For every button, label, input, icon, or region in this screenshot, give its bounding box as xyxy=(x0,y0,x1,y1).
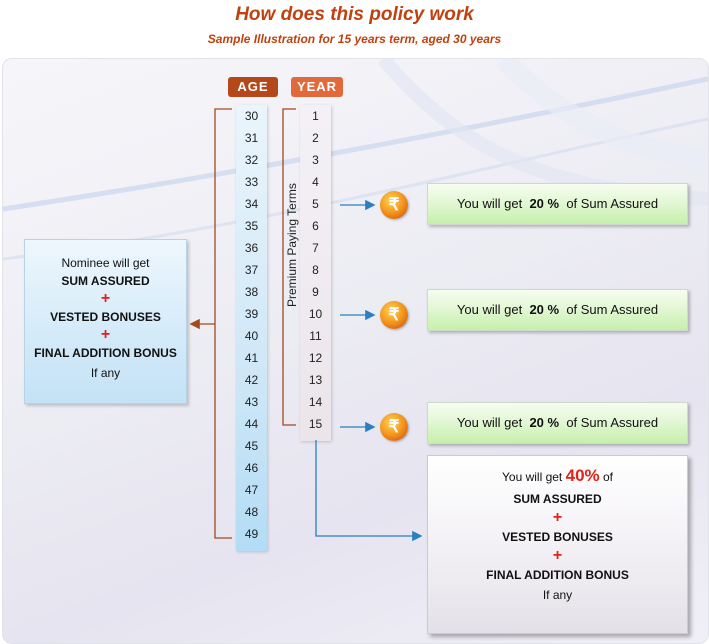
rupee-icon: ₹ xyxy=(380,301,408,329)
age-cell: 38 xyxy=(244,285,259,299)
age-cell: 30 xyxy=(244,109,259,123)
page-title: How does this policy work xyxy=(235,4,474,25)
age-bracket xyxy=(214,108,232,539)
year-cell: 14 xyxy=(308,395,323,409)
age-cell: 46 xyxy=(244,461,259,475)
year-cell: 2 xyxy=(312,131,319,145)
nominee-intro: Nominee will get xyxy=(61,256,150,270)
payout-percent: 20 % xyxy=(529,302,560,317)
nominee-vested-bonuses: VESTED BONUSES xyxy=(50,310,161,324)
age-cell: 36 xyxy=(244,241,259,255)
payout-box-year10: You will get 20 % of Sum Assured xyxy=(427,289,688,331)
payout-prefix: You will get xyxy=(456,302,523,317)
age-cell: 48 xyxy=(244,505,259,519)
age-cell: 39 xyxy=(244,307,259,321)
age-cell: 33 xyxy=(244,175,259,189)
payout-percent: 20 % xyxy=(529,196,560,211)
maturity-sum-assured: SUM ASSURED xyxy=(513,492,602,506)
plus-icon: + xyxy=(100,290,111,307)
maturity-if-any: If any xyxy=(542,588,573,602)
age-header: AGE xyxy=(228,77,278,97)
payout-prefix: You will get xyxy=(456,415,523,430)
rupee-icon: ₹ xyxy=(380,191,408,219)
year-cell: 11 xyxy=(309,329,322,343)
payout-box-year15: You will get 20 % of Sum Assured xyxy=(427,402,688,444)
year-cell: 12 xyxy=(308,351,323,365)
payout-suffix: of Sum Assured xyxy=(566,415,659,430)
nominee-sum-assured: SUM ASSURED xyxy=(61,274,150,288)
maturity-headline: You will get 40% of xyxy=(428,466,687,486)
year-cell: 13 xyxy=(308,373,323,387)
plus-icon: + xyxy=(552,509,563,526)
payout-suffix: of Sum Assured xyxy=(566,302,659,317)
payout-box-year5: You will get 20 % of Sum Assured xyxy=(427,183,688,225)
year-cell: 10 xyxy=(308,307,323,321)
nominee-if-any: If any xyxy=(90,366,121,380)
age-cell: 45 xyxy=(244,439,259,453)
plus-icon: + xyxy=(552,547,563,564)
nominee-final-addition-bonus: FINAL ADDITION BONUS xyxy=(34,346,177,360)
age-cell: 42 xyxy=(244,373,259,387)
year-cell: 3 xyxy=(312,153,319,167)
maturity-suffix: of xyxy=(602,470,613,484)
payout-suffix: of Sum Assured xyxy=(566,196,659,211)
year-cell: 4 xyxy=(312,175,319,189)
age-column: 30 31 32 33 34 35 36 37 38 39 40 41 42 4… xyxy=(236,105,267,551)
year-cell: 8 xyxy=(312,263,319,277)
year-cell: 1 xyxy=(312,109,319,123)
age-cell: 43 xyxy=(244,395,259,409)
age-cell: 47 xyxy=(244,483,259,497)
maturity-prefix: You will get xyxy=(502,470,563,484)
year-header: YEAR xyxy=(291,77,343,97)
plus-icon: + xyxy=(100,326,111,343)
payout-prefix: You will get xyxy=(456,196,523,211)
year-cell: 9 xyxy=(312,285,319,299)
year-bracket xyxy=(282,108,296,426)
age-cell: 44 xyxy=(244,417,259,431)
year-column: 1 2 3 4 5 6 7 8 9 10 11 12 13 14 15 xyxy=(300,105,331,441)
year-cell: 15 xyxy=(308,417,323,431)
maturity-arrow xyxy=(315,440,423,542)
age-cell: 41 xyxy=(244,351,259,365)
year-cell: 7 xyxy=(312,241,319,255)
nominee-box: Nominee will get SUM ASSURED + VESTED BO… xyxy=(24,239,187,404)
maturity-percent: 40% xyxy=(565,466,600,485)
age-cell: 40 xyxy=(244,329,259,343)
year-cell: 6 xyxy=(312,219,319,233)
age-cell: 31 xyxy=(244,131,259,145)
maturity-final-addition-bonus: FINAL ADDITION BONUS xyxy=(486,568,629,582)
payout-percent: 20 % xyxy=(529,415,560,430)
age-cell: 32 xyxy=(244,153,259,167)
age-cell: 35 xyxy=(244,219,259,233)
page-subtitle: Sample Illustration for 15 years term, a… xyxy=(207,32,502,46)
maturity-box: You will get 40% of SUM ASSURED + VESTED… xyxy=(427,455,688,634)
age-cell: 37 xyxy=(244,263,259,277)
age-cell: 34 xyxy=(244,197,259,211)
rupee-icon: ₹ xyxy=(380,413,408,441)
maturity-vested-bonuses: VESTED BONUSES xyxy=(502,530,613,544)
age-cell: 49 xyxy=(244,527,259,541)
year-cell: 5 xyxy=(312,197,319,211)
